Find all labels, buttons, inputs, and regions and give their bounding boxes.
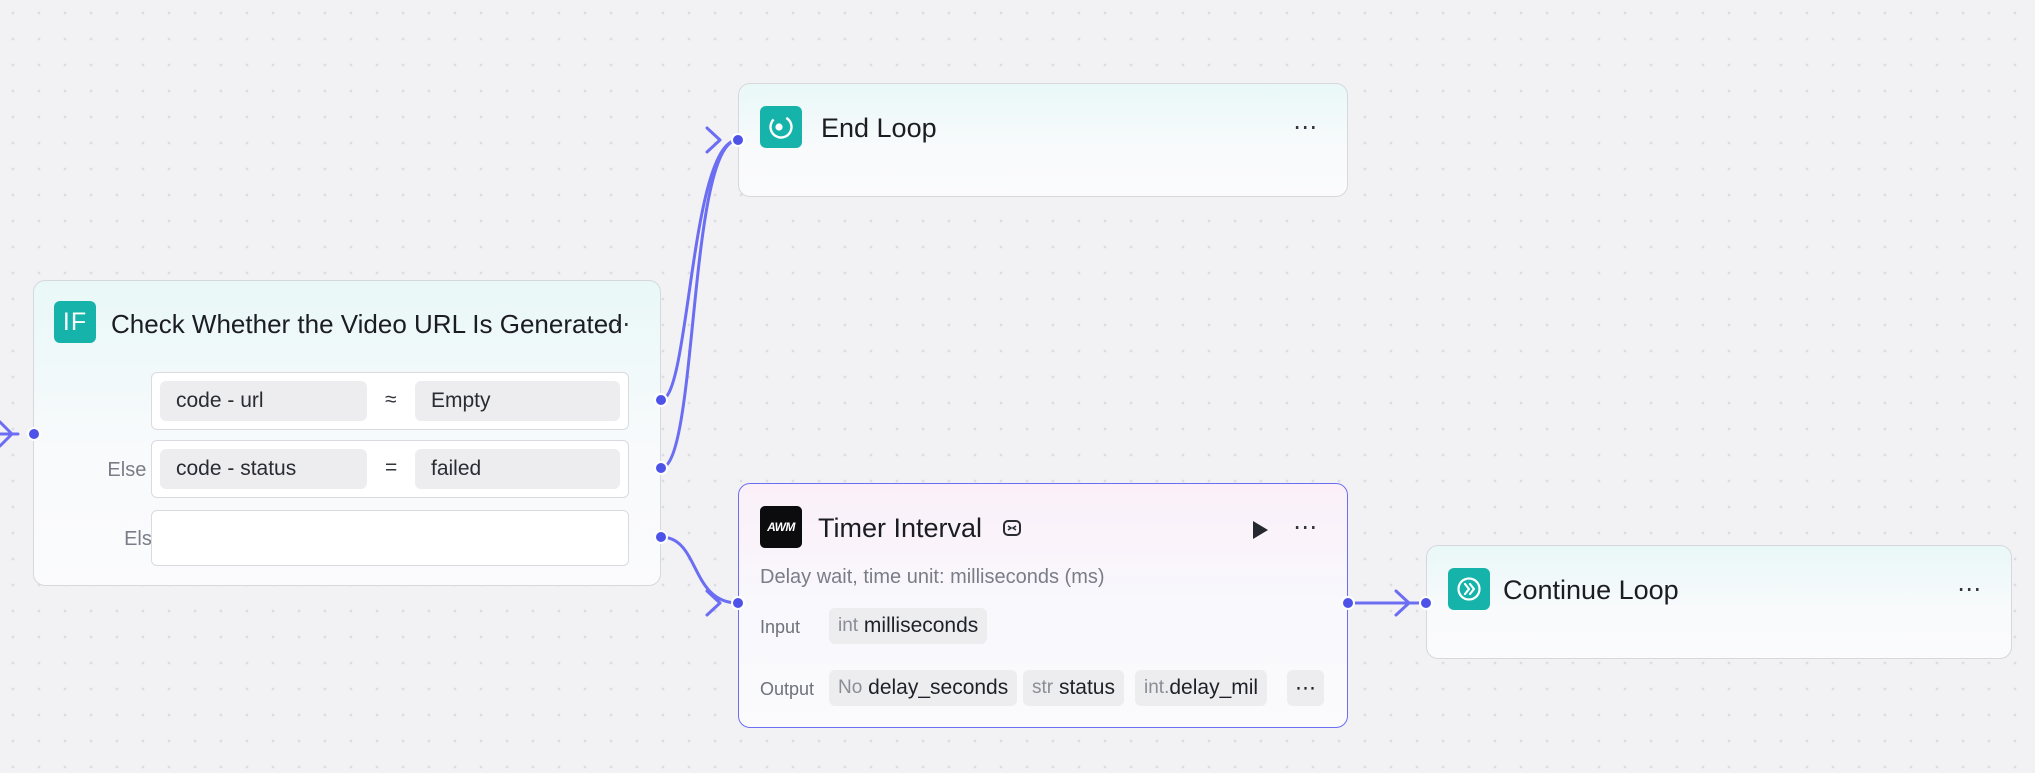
condition-more-button[interactable]: ⋯ [606,311,633,338]
condition-title: Check Whether the Video URL Is Generated [111,309,623,339]
param-type: No [838,677,863,698]
arrow-continue [1394,589,1411,617]
timer-output-port[interactable] [1341,596,1355,610]
else-if-right-operand[interactable]: failed [415,449,620,489]
param-type: int [838,615,859,636]
output-label: Output [760,679,815,699]
param-name: status [1058,676,1115,699]
awm-logo-icon: AWM [760,506,802,548]
edge-if-to-end-loop [659,138,740,402]
param-name: milliseconds [863,614,979,637]
end-loop-title: End Loop [821,113,937,143]
else-if-output-port[interactable] [654,461,668,475]
continue-loop-node[interactable]: Continue Loop ⋯ [1426,545,2012,659]
condition-input-port[interactable] [27,427,41,441]
more-outputs-button[interactable]: ⋯ [1287,670,1324,706]
timer-description: Delay wait, time unit: milliseconds (ms) [760,566,1105,588]
input-param-tag: int milliseconds [829,608,988,644]
timer-input-port[interactable] [731,596,745,610]
branch-label-else-if: Else If [107,459,163,481]
run-play-icon[interactable] [1249,519,1271,546]
end-loop-node[interactable]: End Loop ⋯ [738,83,1348,197]
param-name: delay_mil [1169,676,1259,699]
if-operator[interactable]: ≈ [385,388,397,411]
arrow-incoming [0,420,14,448]
param-name: delay_seconds [868,676,1009,699]
plugin-badge-icon [1001,517,1023,544]
input-label: Input [760,617,801,637]
branch-else-if-box[interactable]: code - status = failed [151,440,629,498]
branch-if-box[interactable]: code - url ≈ Empty [151,372,629,430]
end-loop-more-button[interactable]: ⋯ [1293,114,1320,141]
else-if-operator[interactable]: = [385,456,398,479]
if-icon: IF [54,301,96,343]
edge-elseif-to-end-loop [659,138,740,470]
else-if-left-operand[interactable]: code - status [160,449,367,489]
output-param-tag: int.delay_mil [1135,670,1268,706]
continue-loop-title: Continue Loop [1503,575,1679,605]
arrow-timer [705,589,722,617]
timer-interval-node[interactable]: AWM Timer Interval ⋯ Delay wait, time un… [738,483,1348,728]
loop-stop-icon [760,106,802,148]
if-right-operand[interactable]: Empty [415,381,620,421]
loop-continue-icon [1448,568,1490,610]
output-param-tag: str status [1023,670,1124,706]
output-param-tag: No delay_seconds [829,670,1018,706]
end-loop-input-port[interactable] [731,133,745,147]
continue-loop-more-button[interactable]: ⋯ [1957,576,1984,603]
if-output-port[interactable] [654,393,668,407]
branch-else-box[interactable] [151,510,629,566]
continue-loop-input-port[interactable] [1419,596,1433,610]
timer-more-button[interactable]: ⋯ [1293,514,1320,541]
condition-node[interactable]: IF Check Whether the Video URL Is Genera… [33,280,661,586]
arrow-end-loop [705,126,722,154]
else-output-port[interactable] [654,530,668,544]
param-type: str [1032,677,1054,698]
param-type: int. [1144,677,1170,698]
edge-else-to-timer [659,535,740,605]
timer-title: Timer Interval [818,513,983,543]
branch-label-else: Else [124,528,163,550]
if-left-operand[interactable]: code - url [160,381,367,421]
